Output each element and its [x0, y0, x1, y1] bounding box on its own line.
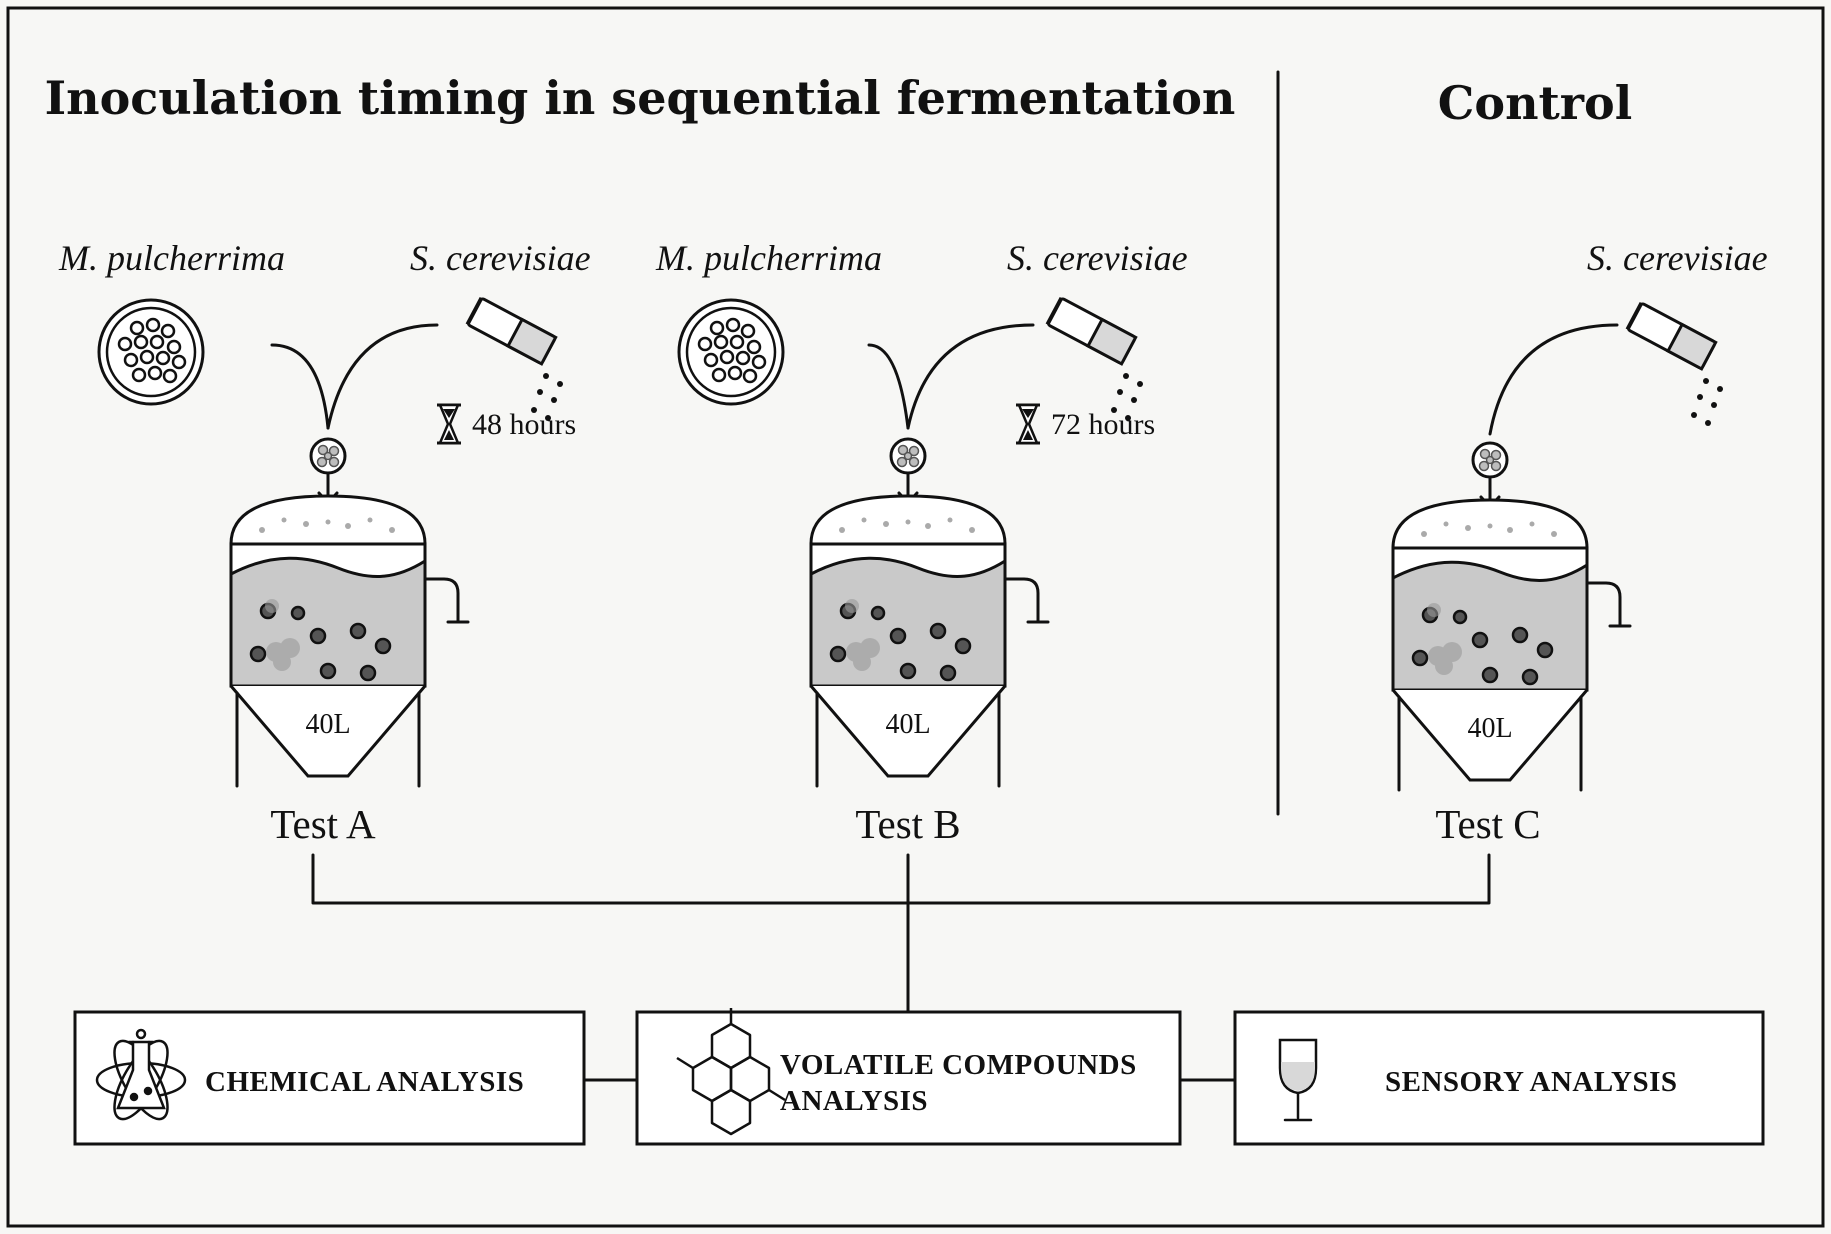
inoculation-arrow-m	[270, 343, 330, 430]
s-cerevisiae-label: S. cerevisiae	[1007, 238, 1188, 278]
delay-label: 72 hours	[1051, 408, 1155, 441]
test-label: Test A	[270, 801, 376, 847]
main-title: Inoculation timing in sequential ferment…	[45, 71, 1236, 125]
inlet-bead-icon	[1471, 441, 1509, 479]
petri-dish-icon	[677, 298, 785, 406]
inlet-bead-icon	[889, 437, 927, 475]
inoculation-arrow-s	[1488, 323, 1619, 436]
m-pulcherrima-label: M. pulcherrima	[58, 238, 285, 278]
m-pulcherrima-label: M. pulcherrima	[655, 238, 882, 278]
volatile-compounds-label-line2: ANALYSIS	[780, 1085, 928, 1117]
tank-volume: 40L	[305, 709, 350, 740]
tank-volume: 40L	[1467, 713, 1512, 744]
test-label: Test B	[855, 801, 960, 847]
petri-dish-icon	[97, 298, 205, 406]
control-title: Control	[1438, 76, 1632, 130]
wine-glass-icon	[1278, 1038, 1318, 1122]
sensory-analysis-box: SENSORY ANALYSIS	[1233, 1010, 1765, 1146]
tank-volume: 40L	[885, 709, 930, 740]
delay-label: 48 hours	[472, 408, 576, 441]
chemical-analysis-box: CHEMICAL ANALYSIS	[73, 1010, 586, 1146]
connector-lines	[311, 853, 1491, 1082]
volatile-compounds-box: VOLATILE COMPOUNDS ANALYSIS	[635, 1008, 1182, 1146]
inoculation-arrow-s	[906, 323, 1035, 430]
s-cerevisiae-label: S. cerevisiae	[1587, 238, 1768, 278]
sensory-analysis-label: SENSORY ANALYSIS	[1385, 1066, 1678, 1098]
s-cerevisiae-label: S. cerevisiae	[410, 238, 591, 278]
chemistry-flask-icon	[95, 1028, 187, 1121]
inoculation-arrow-s	[326, 323, 439, 430]
test-label: Test C	[1435, 801, 1540, 847]
chemical-analysis-label: CHEMICAL ANALYSIS	[205, 1066, 524, 1098]
molecule-hexagon-icon	[676, 1008, 786, 1136]
test-a-group: M. pulcherrima S. cerevisiae 48 hours 40…	[58, 238, 591, 847]
outer-frame	[6, 6, 1825, 1228]
inoculation-arrow-m	[867, 343, 910, 430]
test-b-group: M. pulcherrima S. cerevisiae 72 hours 40…	[655, 238, 1188, 847]
volatile-compounds-label-line1: VOLATILE COMPOUNDS	[780, 1049, 1137, 1081]
inlet-bead-icon	[309, 437, 347, 475]
test-c-group: S. cerevisiae 40L Test C	[1391, 238, 1768, 847]
